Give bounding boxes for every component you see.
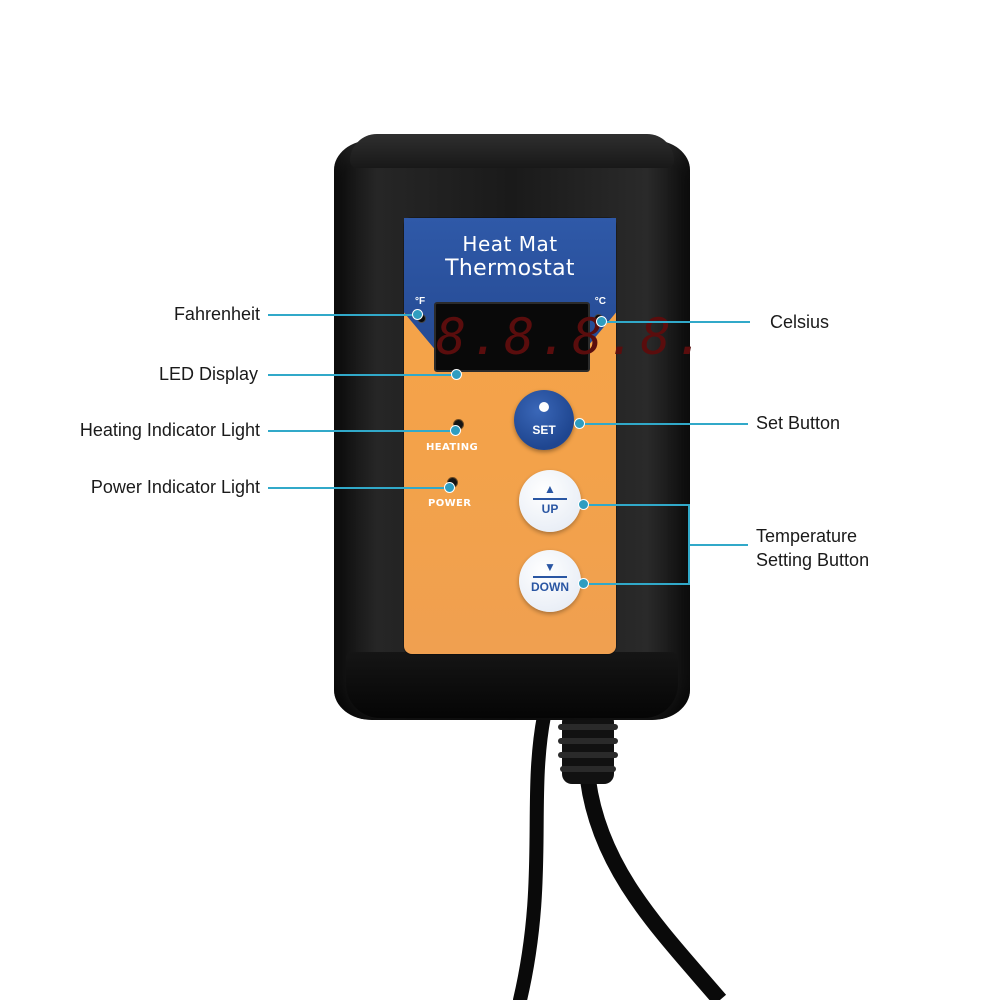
callout-line-down-button [584,583,690,585]
panel-title-line1: Heat Mat [462,232,558,256]
callout-dot-heating [450,425,461,436]
up-button-divider [533,498,567,500]
celsius-unit-label: °C [594,296,606,307]
fahrenheit-unit-label: °F [415,296,426,307]
callout-line-up-button [584,504,690,506]
arrow-up-icon: ▲ [544,482,556,496]
fahrenheit-indicator [418,315,425,322]
callout-line-heating [268,430,456,432]
heating-label: HEATING [426,442,479,453]
up-button-label: UP [541,502,559,516]
callout-celsius: Celsius [770,312,830,332]
callout-led-display: LED Display [158,364,258,384]
arrow-down-icon: ▼ [544,560,556,574]
callout-dot-fahrenheit [412,309,423,320]
callout-temperature-line1: Temperature [756,526,858,546]
callout-line-celsius [604,321,750,323]
panel-title-line2: Thermostat [445,256,575,281]
callout-dot-up-button [578,499,589,510]
callout-dot-power [444,482,455,493]
up-button[interactable]: ▲ UP [519,470,581,532]
callout-fahrenheit: Fahrenheit [173,304,260,324]
callout-heating-indicator: Heating Indicator Light [79,420,260,440]
callout-line-led-display [268,374,456,376]
led-digits: 8.8.8.8. [436,308,709,366]
led-display: 8.8.8.8. [434,302,709,372]
set-dot-icon [539,402,549,412]
cable-strain-relief [558,712,618,784]
callout-dot-celsius [596,316,607,327]
callout-bracket [688,504,690,585]
callout-dot-down-button [578,578,589,589]
callout-dot-led-display [451,369,462,380]
power-label: POWER [428,498,472,509]
callout-line-temperature [690,544,748,546]
callout-set-button: Set Button [756,413,841,433]
callout-power-indicator: Power Indicator Light [90,477,260,497]
thermostat-top-edge [350,134,674,168]
heating-indicator-light [454,420,463,429]
down-button-divider [533,576,567,578]
callout-dot-set-button [574,418,585,429]
down-button[interactable]: ▼ DOWN [519,550,581,612]
callout-line-set-button [580,423,748,425]
thermostat-bottom-edge [346,652,678,718]
callout-temperature-line2: Setting Button [756,550,870,570]
set-button[interactable]: SET [514,390,574,450]
callout-line-power [268,487,450,489]
set-button-label: SET [532,423,556,437]
callout-line-fahrenheit [268,314,418,316]
down-button-label: DOWN [531,580,569,594]
